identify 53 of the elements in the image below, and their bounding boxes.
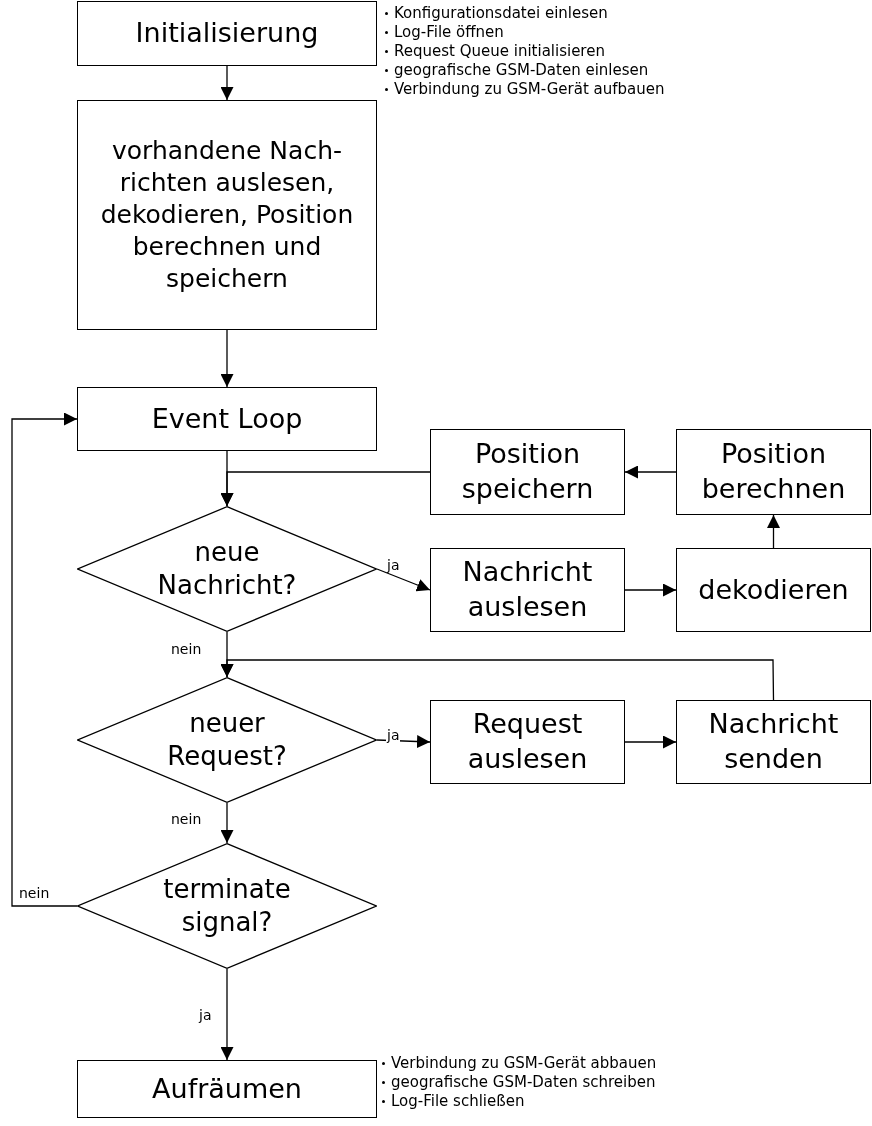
decision-diamond	[77, 506, 377, 632]
arrow	[220, 968, 234, 1061]
process-box	[676, 429, 871, 515]
note-text: Log-File schließen	[391, 1092, 525, 1111]
node-label: neuer Request?	[166, 706, 288, 773]
note-text: Verbindung zu GSM-Gerät abbauen	[391, 1054, 657, 1073]
process-box	[77, 387, 377, 451]
edge-label: ja	[386, 728, 401, 742]
note-text: Verbindung zu GSM-Gerät aufbauen	[394, 80, 665, 99]
process-box	[430, 548, 625, 632]
node-label: Nachricht senden	[707, 707, 840, 776]
node-label: dekodieren	[697, 572, 850, 607]
process-box	[430, 429, 625, 515]
arrow	[624, 583, 677, 597]
decision-diamond	[77, 843, 377, 969]
arrow	[376, 568, 431, 592]
arrow	[220, 65, 234, 101]
edge-label: ja	[386, 558, 401, 572]
arrow	[624, 465, 677, 479]
arrow	[767, 514, 780, 549]
edge-label: nein	[170, 812, 203, 826]
node-label: Position berechnen	[700, 437, 847, 506]
note-text: Log-File öffnen	[394, 23, 504, 42]
node-label: Aufräumen	[151, 1071, 303, 1106]
edge-label: ja	[198, 1008, 213, 1022]
node-label: neue Nachricht?	[156, 535, 298, 602]
node-label: Event Loop	[150, 401, 304, 436]
process-box	[77, 1, 377, 66]
node-label: terminate signal?	[162, 872, 292, 939]
arrow	[220, 802, 234, 844]
note-text: Konfigurationsdatei einlesen	[394, 4, 608, 23]
node-label: Request auslesen	[466, 707, 589, 776]
process-box	[77, 1060, 377, 1118]
arrow	[624, 735, 677, 749]
arrow	[220, 659, 775, 701]
process-box	[676, 700, 871, 784]
note-text: geografische GSM-Daten schreiben	[391, 1073, 656, 1092]
arrow	[220, 471, 431, 507]
node-label: Position speichern	[460, 437, 595, 506]
process-box	[430, 700, 625, 784]
decision-diamond	[77, 677, 377, 803]
edge-label: nein	[18, 886, 51, 900]
edge-label: nein	[170, 642, 203, 656]
process-box	[676, 548, 871, 632]
process-box	[77, 100, 377, 330]
node-label: vorhandene Nach-richten auslesen, dekodieren, Position berechnen und speichern	[99, 135, 355, 295]
node-label: Initialisierung	[134, 16, 320, 51]
arrow	[11, 412, 78, 907]
arrow	[376, 735, 431, 748]
arrow	[220, 329, 234, 388]
note-text: Request Queue initialisieren	[394, 42, 605, 61]
note-text: geografische GSM-Daten einlesen	[394, 61, 649, 80]
node-label: Nachricht auslesen	[461, 555, 594, 624]
